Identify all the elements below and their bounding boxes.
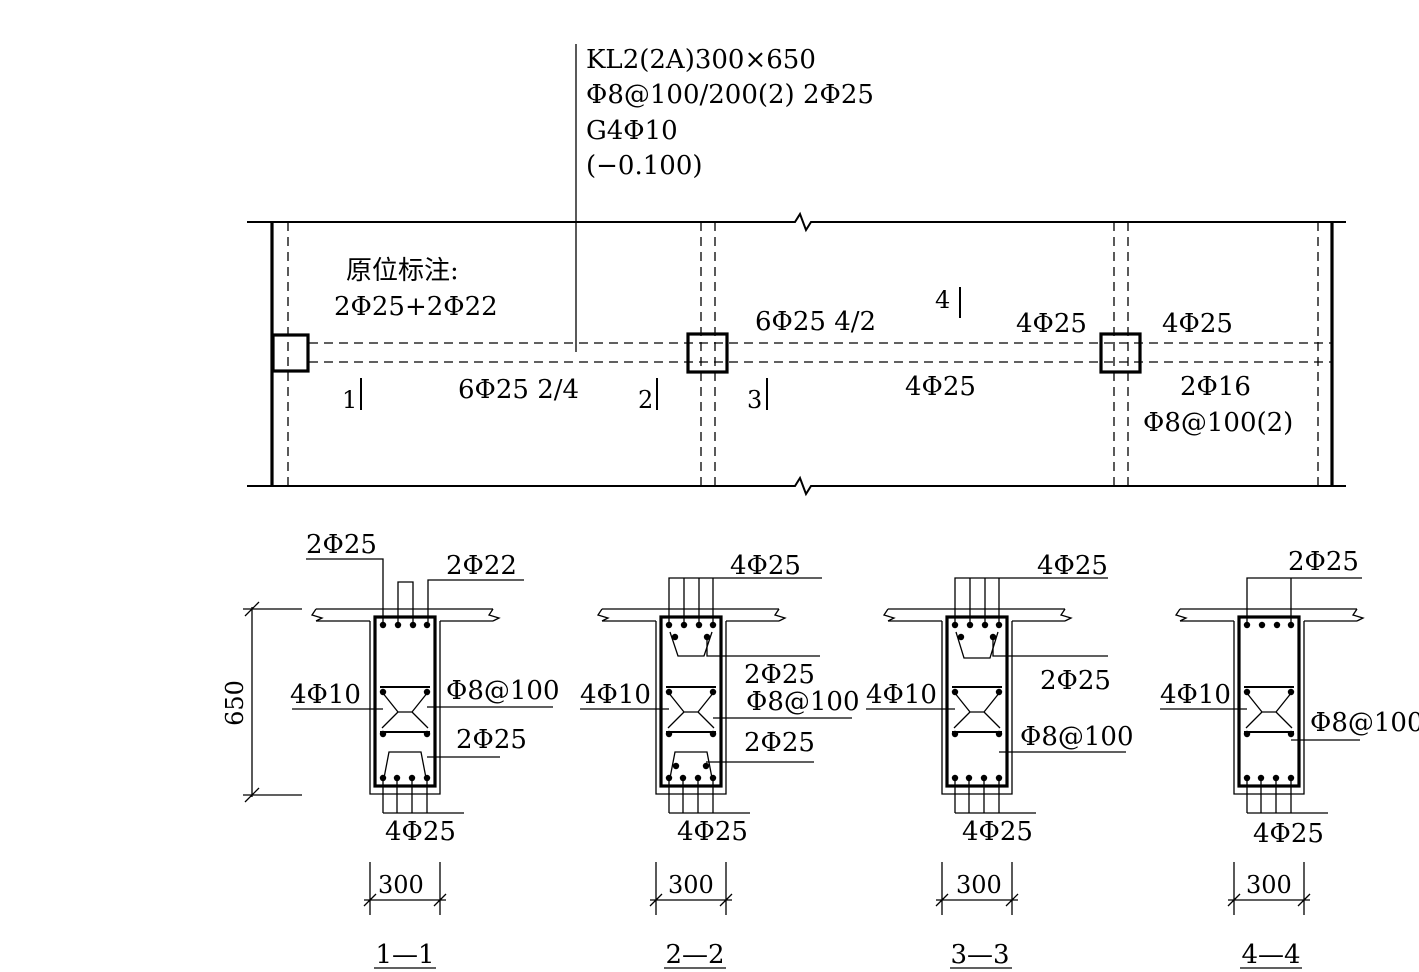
s1-top-b: 2Φ22: [446, 551, 517, 581]
s1-top-a: 2Φ25: [306, 530, 377, 560]
s2-extra: 2Φ25: [744, 728, 815, 758]
s4-side: 4Φ10: [1160, 680, 1231, 710]
s4-width: 300: [1246, 871, 1292, 899]
height-dimension-value: 650: [221, 680, 249, 726]
beam-label-line3: G4Φ10: [586, 116, 678, 146]
cut-mark-1: 1: [342, 386, 357, 414]
s4-top: 2Φ25: [1288, 547, 1359, 577]
s3-bottom: 4Φ25: [962, 817, 1033, 847]
s2-title: 2—2: [665, 940, 724, 970]
span1-bottom-note: 6Φ25 2/4: [458, 375, 579, 405]
plan-top-edge: [247, 211, 1346, 233]
s2-second-row: 2Φ25: [744, 660, 815, 690]
column-3: [1099, 332, 1142, 374]
s1-side: 4Φ10: [290, 680, 361, 710]
cut-mark-4: 4: [935, 286, 950, 314]
support-left-note: 2Φ25+2Φ22: [334, 292, 498, 322]
beam-label-line4: (−0.100): [586, 151, 703, 181]
s3-title: 3—3: [950, 940, 1009, 970]
beam-label-line1: KL2(2A)300×650: [586, 45, 816, 75]
s3-width: 300: [956, 871, 1002, 899]
beam-plan: KL2(2A)300×650 Φ8@100/200(2) 2Φ25 G4Φ10 …: [247, 44, 1346, 497]
s3-side: 4Φ10: [866, 680, 937, 710]
span2-bottom-note: 4Φ25: [905, 372, 976, 402]
section-3-3: 4Φ25 2Φ25 4Φ10 Φ8@100 4Φ25 300 3—3: [866, 551, 1133, 970]
s2-width: 300: [668, 871, 714, 899]
in-situ-title: 原位标注:: [346, 256, 459, 286]
s2-side: 4Φ10: [580, 680, 651, 710]
s1-width: 300: [378, 871, 424, 899]
s1-title: 1—1: [375, 940, 434, 970]
s2-stirrup: Φ8@100: [746, 687, 859, 717]
s4-title: 4—4: [1241, 940, 1300, 970]
support-right-left-note: 4Φ25: [1016, 309, 1087, 339]
column-2: [686, 332, 729, 374]
section-2-2: 4Φ25 2Φ25 4Φ10 Φ8@100 2Φ25 4Φ25 300 2—2: [580, 551, 859, 970]
s3-stirrup: Φ8@100: [1020, 722, 1133, 752]
cantilever-bottom-note: 2Φ16: [1180, 372, 1251, 402]
span2-top-note: 6Φ25 4/2: [755, 307, 876, 337]
height-dimension: 650: [221, 601, 302, 803]
cantilever-stirrup-note: Φ8@100(2): [1143, 408, 1293, 438]
s1-stirrup: Φ8@100: [446, 676, 559, 706]
cut-mark-2: 2: [638, 386, 653, 414]
s1-bottom: 4Φ25: [385, 817, 456, 847]
support-right-right-note: 4Φ25: [1162, 309, 1233, 339]
s2-top: 4Φ25: [730, 551, 801, 581]
s3-second-row: 2Φ25: [1040, 666, 1111, 696]
beam-label-line2: Φ8@100/200(2) 2Φ25: [586, 80, 874, 110]
section-1-1: 2Φ25 2Φ22 4Φ10 Φ8@100 2Φ25 4Φ25 300 1—1: [290, 530, 559, 970]
section-4-4: 2Φ25 4Φ10 Φ8@100 4Φ25 300 4—4: [1160, 547, 1419, 970]
cut-mark-3: 3: [747, 386, 762, 414]
column-1: [271, 333, 310, 373]
s2-bottom: 4Φ25: [677, 817, 748, 847]
s3-top: 4Φ25: [1037, 551, 1108, 581]
s4-stirrup: Φ8@100: [1310, 708, 1419, 738]
s1-extra: 2Φ25: [456, 725, 527, 755]
s4-bottom: 4Φ25: [1253, 819, 1324, 849]
plan-bottom-edge: [247, 475, 1346, 497]
